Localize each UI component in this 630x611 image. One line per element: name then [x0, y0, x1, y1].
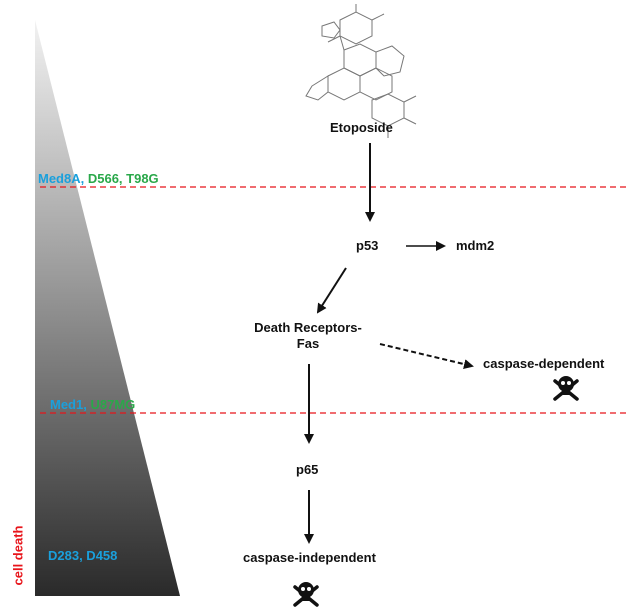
skull-crossbones-icon [553, 376, 579, 401]
node-p53: p53 [356, 238, 379, 253]
cell-death-label: cell death [10, 525, 26, 586]
node-death-receptors-line1: Death Receptors- [254, 320, 362, 335]
node-death-receptors: Death Receptors- Fas [238, 320, 378, 352]
arrow-p53-to-death-receptors [316, 267, 347, 314]
node-etoposide: Etoposide [330, 120, 393, 135]
node-caspase-independent: caspase-independent [243, 550, 376, 565]
etoposide-structure-icon [305, 4, 417, 138]
node-p65: p65 [296, 462, 319, 477]
node-mdm2: mdm2 [456, 238, 495, 253]
cell-lines-green: U87MG [90, 397, 136, 412]
node-death-receptors-line2: Fas [296, 336, 320, 351]
cell-lines-blue: Med8A, [38, 171, 88, 186]
skull-crossbones-icon [293, 582, 319, 607]
threshold-label-upper: Med8A, D566, T98G [38, 171, 159, 186]
arrow-fas-to-caspase-dependent [379, 343, 474, 370]
node-caspase-dependent: caspase-dependent [483, 356, 605, 371]
cell-lines-green: D566, T98G [87, 171, 159, 186]
cell-lines-blue: Med1, [50, 397, 91, 412]
cell-death-gradient-triangle [35, 20, 180, 596]
threshold-label-lower: Med1, U87MG [50, 397, 135, 412]
bottom-cell-lines: D283, D458 [48, 548, 118, 563]
